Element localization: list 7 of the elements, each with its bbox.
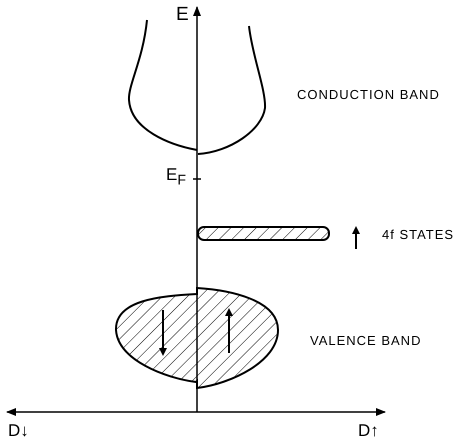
band-label: 4f STATES <box>382 228 454 241</box>
axis-label: E <box>176 5 189 24</box>
axis-label: D↓ <box>8 422 29 439</box>
axis-label: D↑ <box>358 422 379 439</box>
band-label: CONDUCTION BAND <box>297 88 440 101</box>
axis-tick-label: E$_{F}$ <box>166 166 186 188</box>
band-label: VALENCE BAND <box>310 334 422 347</box>
